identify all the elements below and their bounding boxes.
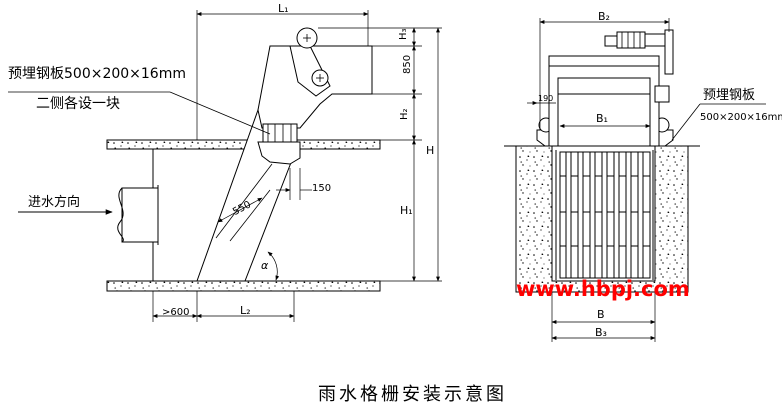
- dim-150: 150: [312, 183, 331, 194]
- front-frame-inner: [557, 77, 651, 95]
- grating-bars: [555, 150, 654, 280]
- dim-600: >600: [162, 307, 189, 318]
- upper-slab: [106, 139, 381, 150]
- dim-H: H: [426, 144, 434, 157]
- dim-B: B: [597, 308, 605, 321]
- label-each-side: 二侧各设一块: [36, 96, 120, 112]
- dim-B1: B₁: [596, 112, 608, 125]
- dim-L2: L₂: [240, 304, 251, 317]
- drive-frame: [257, 27, 373, 129]
- side-view: [8, 10, 442, 322]
- leader-line-plate: [169, 91, 271, 135]
- base-slab: [106, 280, 381, 292]
- label-embedded-plate-right-size: 500×200×16mm: [700, 112, 782, 123]
- watermark-text: www.hbpj.com: [516, 277, 690, 301]
- drawing-title: 雨水格栅安装示意图: [318, 384, 507, 405]
- dim-B2: B₂: [598, 10, 610, 23]
- dim-alpha: α: [261, 259, 269, 272]
- dim-H2: H₂: [399, 108, 410, 120]
- label-water-direction: 进水方向: [28, 194, 80, 210]
- label-embedded-plate-right: 预埋钢板: [703, 88, 755, 103]
- dim-B3: B₃: [595, 326, 607, 339]
- dim-H1: H₁: [400, 204, 413, 217]
- front-view: [504, 18, 766, 342]
- dim-190: 190: [538, 94, 553, 103]
- inlet-pipe: [117, 185, 159, 245]
- dim-850: 850: [402, 55, 413, 74]
- dim-L1: L₁: [278, 2, 289, 15]
- dim-H3: H₃: [398, 28, 409, 40]
- label-embedded-plate: 预埋钢板500×200×16mm: [8, 66, 186, 82]
- leader-line-plate-right: [671, 103, 701, 141]
- embedded-plate-left-shape: [257, 123, 301, 165]
- drive-motor: [604, 29, 674, 103]
